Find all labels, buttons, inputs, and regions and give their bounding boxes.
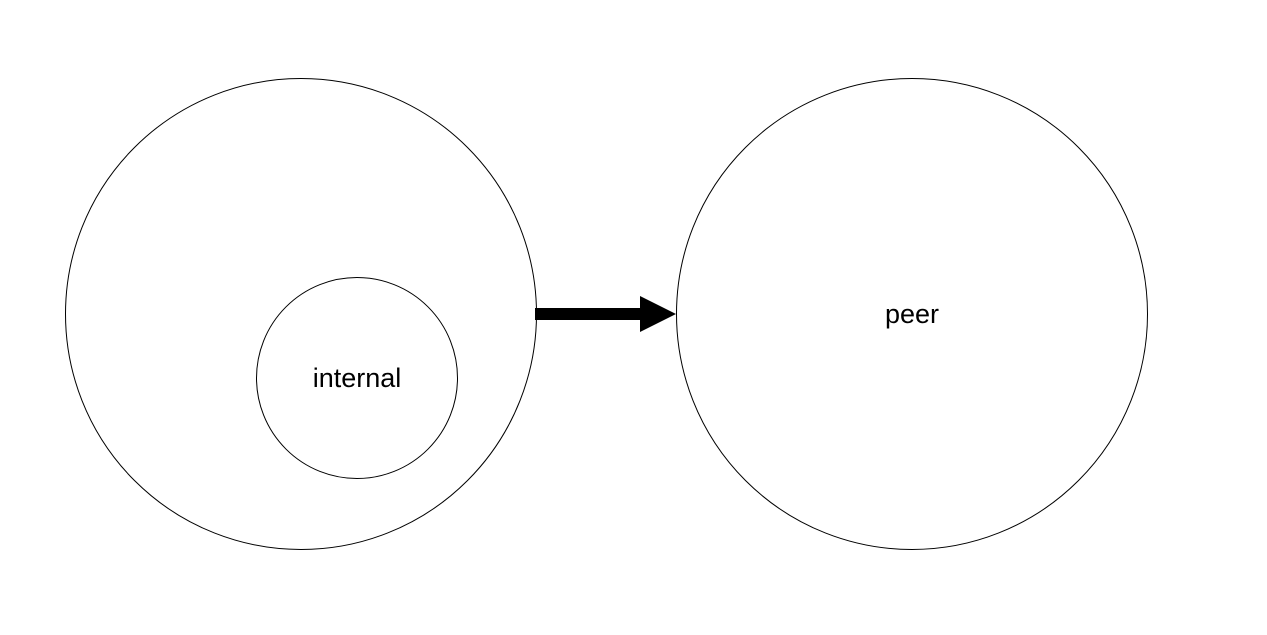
arrow-shaft [535,308,643,320]
internal-circle: internal [256,277,458,479]
internal-label: internal [312,362,402,393]
peer-label: peer [884,298,940,329]
peer-circle: peer [676,78,1148,550]
arrow-head-icon [640,296,676,332]
